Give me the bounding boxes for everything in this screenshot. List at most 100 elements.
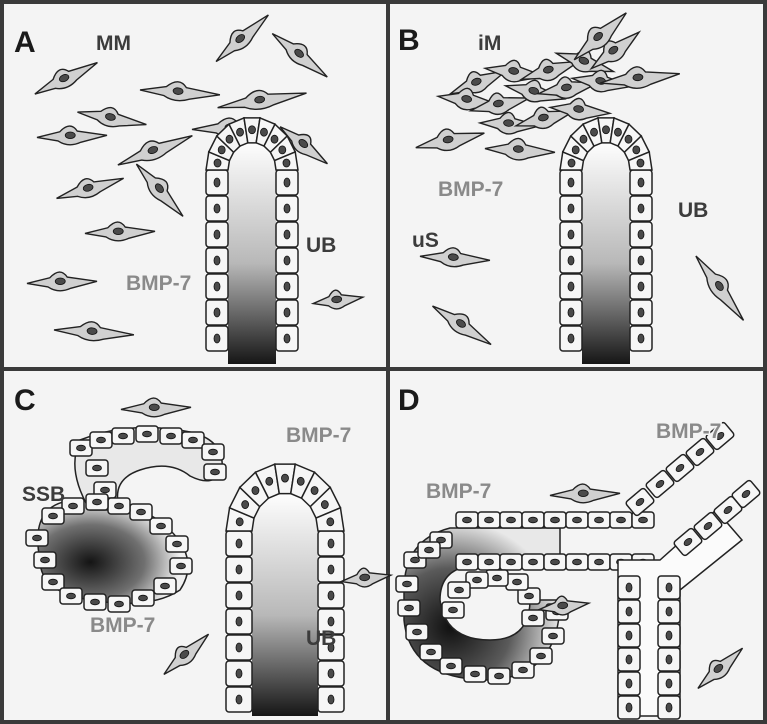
epithelial-cell <box>226 557 252 582</box>
panel-letter-a: A <box>14 26 36 59</box>
epithelial-cell <box>500 554 522 570</box>
label-ub-a: UB <box>306 234 336 257</box>
epithelial-cell <box>166 536 188 552</box>
epithelial-cell <box>112 428 134 444</box>
label-bmp7-b: BMP-7 <box>438 178 503 201</box>
epithelial-cell <box>658 696 680 719</box>
label-ub-c: UB <box>306 627 336 650</box>
epithelial-cell <box>618 624 640 647</box>
label-mm: MM <box>96 32 131 55</box>
epithelial-cell <box>456 554 478 570</box>
epithelial-cell <box>276 170 298 195</box>
epithelial-cell <box>560 170 582 195</box>
epithelial-cell <box>440 658 462 674</box>
epithelial-cell <box>630 170 652 195</box>
epithelial-cell <box>90 432 112 448</box>
epithelial-cell <box>500 512 522 528</box>
panel-letter-b: B <box>398 24 420 57</box>
epithelial-cell <box>206 326 228 351</box>
epithelial-cell <box>318 687 344 712</box>
epithelial-cell <box>204 464 226 480</box>
epithelial-cell <box>630 326 652 351</box>
epithelial-cell <box>396 576 418 592</box>
epithelial-cell <box>160 428 182 444</box>
label-bmp7-a: BMP-7 <box>126 272 191 295</box>
ureteric-bud-b <box>560 118 652 364</box>
epithelial-cell <box>318 583 344 608</box>
epithelial-cell <box>442 602 464 618</box>
epithelial-cell <box>560 196 582 221</box>
epithelial-cell <box>630 300 652 325</box>
epithelial-cell <box>182 432 204 448</box>
epithelial-cell <box>630 222 652 247</box>
epithelial-cell <box>132 590 154 606</box>
epithelial-cell <box>226 661 252 686</box>
epithelial-cell <box>34 552 56 568</box>
ureteric-bud-a <box>206 118 298 364</box>
epithelial-cell <box>202 444 224 460</box>
epithelial-cell <box>226 635 252 660</box>
epithelial-cell <box>420 644 442 660</box>
epithelial-cell <box>618 672 640 695</box>
epithelial-cell <box>560 248 582 273</box>
label-bmp7-d-top: BMP-7 <box>656 420 721 443</box>
epithelial-cell <box>42 574 64 590</box>
epithelial-cell <box>560 222 582 247</box>
epithelial-cell <box>560 274 582 299</box>
epithelial-cell <box>276 274 298 299</box>
epithelial-cell <box>566 554 588 570</box>
epithelial-cell <box>276 196 298 221</box>
epithelial-cell <box>206 248 228 273</box>
ureteric-bud-c <box>226 464 344 716</box>
epithelial-cell <box>60 588 82 604</box>
epithelial-cell <box>206 170 228 195</box>
epithelial-cell <box>86 460 108 476</box>
label-us: uS <box>412 229 439 252</box>
epithelial-cell <box>488 668 510 684</box>
epithelial-cell <box>206 196 228 221</box>
epithelial-cell <box>276 300 298 325</box>
epithelial-cell <box>206 222 228 247</box>
epithelial-cell <box>506 574 528 590</box>
epithelial-cell <box>226 531 252 556</box>
epithelial-cell <box>588 512 610 528</box>
epithelial-cell <box>226 687 252 712</box>
epithelial-cell <box>610 512 632 528</box>
epithelial-cell <box>630 196 652 221</box>
epithelial-cell <box>618 576 640 599</box>
epithelial-cell <box>560 326 582 351</box>
epithelial-cell <box>618 696 640 719</box>
label-bmp7-c-top: BMP-7 <box>286 424 351 447</box>
epithelial-cell <box>658 624 680 647</box>
epithelial-cell <box>512 662 534 678</box>
epithelial-cell <box>108 596 130 612</box>
epithelial-cell <box>318 531 344 556</box>
label-ub-b: UB <box>678 199 708 222</box>
epithelial-cell <box>448 582 470 598</box>
epithelial-cell <box>206 274 228 299</box>
epithelial-cell <box>398 600 420 616</box>
epithelial-cell <box>630 274 652 299</box>
label-im: iM <box>478 32 501 55</box>
epithelial-cell <box>542 628 564 644</box>
epithelial-cell <box>618 600 640 623</box>
panel-letter-c: C <box>14 384 36 417</box>
epithelial-cell <box>478 554 500 570</box>
epithelial-cell <box>530 648 552 664</box>
epithelial-cell <box>70 440 92 456</box>
epithelial-cell <box>560 300 582 325</box>
label-bmp7-c-bottom: BMP-7 <box>90 614 155 637</box>
epithelial-cell <box>276 326 298 351</box>
epithelial-cell <box>154 578 176 594</box>
epithelial-cell <box>456 512 478 528</box>
label-bmp7-d-left: BMP-7 <box>426 480 491 503</box>
epithelial-cell <box>544 554 566 570</box>
epithelial-cell <box>464 666 486 682</box>
epithelial-cell <box>84 594 106 610</box>
epithelial-cell <box>130 504 152 520</box>
epithelial-cell <box>418 542 440 558</box>
epithelial-cell <box>318 661 344 686</box>
epithelial-cell <box>318 557 344 582</box>
epithelial-cell <box>658 648 680 671</box>
